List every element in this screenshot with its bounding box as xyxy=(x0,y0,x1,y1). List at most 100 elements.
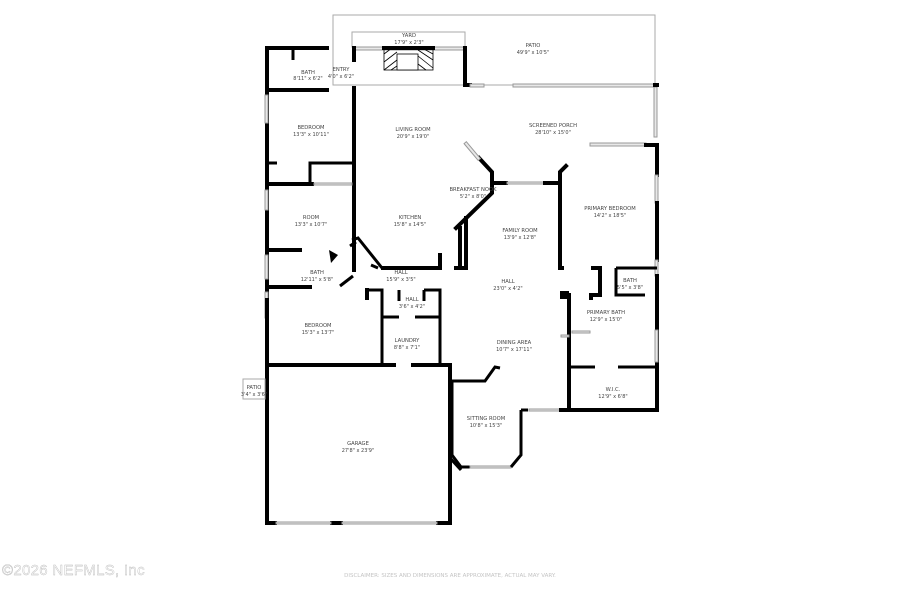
room-label-entry: ENTRY 4'0" x 6'2" xyxy=(328,67,354,80)
svg-text:13'9" x 12'8": 13'9" x 12'8" xyxy=(504,235,537,241)
svg-text:5'2" x 8'0": 5'2" x 8'0" xyxy=(460,194,486,200)
svg-text:FAMILY ROOM: FAMILY ROOM xyxy=(502,228,537,234)
garage-door xyxy=(341,521,438,525)
svg-text:23'0" x 4'2": 23'0" x 4'2" xyxy=(493,286,522,292)
svg-text:SCREENED PORCH: SCREENED PORCH xyxy=(529,123,577,129)
window xyxy=(264,189,269,211)
room-label-kitchen: KITCHEN 15'8" x 14'5" xyxy=(394,215,427,228)
svg-text:12'11" x 5'8": 12'11" x 5'8" xyxy=(301,277,334,283)
svg-text:PATIO: PATIO xyxy=(247,385,262,391)
wall xyxy=(589,266,602,300)
room-label-wic: W.I.C. 12'9" x 6'8" xyxy=(598,387,627,400)
wall xyxy=(397,288,442,365)
svg-text:DINING AREA: DINING AREA xyxy=(497,340,532,346)
svg-text:SITTING ROOM: SITTING ROOM xyxy=(467,416,505,422)
room-label-screened-porch: SCREENED PORCH 28'10" x 15'0" xyxy=(529,123,577,136)
svg-text:20'9" x 19'0": 20'9" x 19'0" xyxy=(397,134,430,140)
copyright-watermark: ©2026 NEFMLS, Inc xyxy=(2,562,145,579)
window xyxy=(654,329,659,363)
svg-text:W.I.C.: W.I.C. xyxy=(606,387,621,393)
svg-text:ENTRY: ENTRY xyxy=(333,67,351,73)
wall xyxy=(614,266,657,297)
towel-bar xyxy=(571,330,591,334)
window xyxy=(560,334,570,338)
window xyxy=(469,465,512,469)
svg-text:3'4" x 3'6": 3'4" x 3'6" xyxy=(241,392,267,398)
svg-text:12'9" x 6'8": 12'9" x 6'8" xyxy=(598,394,627,400)
fireplace-icon xyxy=(383,47,434,71)
svg-text:LAUNDRY: LAUNDRY xyxy=(395,338,421,344)
svg-text:49'9" x 10'5": 49'9" x 10'5" xyxy=(517,50,550,56)
room-label-bedroom-2: BEDROOM 15'3" x 13'7" xyxy=(302,323,335,336)
svg-text:BATH: BATH xyxy=(623,278,637,284)
window xyxy=(589,142,647,147)
wall xyxy=(543,163,569,185)
svg-text:4'0" x 6'2": 4'0" x 6'2" xyxy=(328,74,354,80)
svg-text:PRIMARY BEDROOM: PRIMARY BEDROOM xyxy=(584,206,635,212)
window xyxy=(469,83,485,88)
svg-text:27'8" x 23'9": 27'8" x 23'9" xyxy=(342,448,375,454)
svg-text:HALL: HALL xyxy=(394,270,407,276)
wall xyxy=(450,365,501,383)
svg-text:GARAGE: GARAGE xyxy=(347,441,369,447)
wall xyxy=(308,161,354,183)
svg-text:15'8" x 14'5": 15'8" x 14'5" xyxy=(394,222,427,228)
window xyxy=(264,94,269,124)
svg-text:28'10" x 15'0": 28'10" x 15'0" xyxy=(535,130,571,136)
svg-text:BREAKFAST NOOK: BREAKFAST NOOK xyxy=(449,187,497,193)
room-label-bath-primary-small: BATH 5'5" x 3'8" xyxy=(617,278,643,291)
svg-text:BATH: BATH xyxy=(301,70,315,76)
room-label-yard: YARD 17'9" x 2'3" xyxy=(394,33,423,46)
patio-outline xyxy=(332,14,656,86)
svg-text:HALL: HALL xyxy=(405,297,418,303)
svg-text:8'11" x 6'2": 8'11" x 6'2" xyxy=(293,76,322,82)
wall xyxy=(644,143,659,177)
svg-text:ROOM: ROOM xyxy=(303,215,319,221)
room-label-bath-2: BATH 12'11" x 5'8" xyxy=(301,270,334,283)
room-label-breakfast-nook: BREAKFAST NOOK 5'2" x 8'0" xyxy=(449,187,497,200)
wall xyxy=(368,288,384,365)
room-label-hall-3: HALL 23'0" x 4'2" xyxy=(493,279,522,292)
room-label-primary-bedroom: PRIMARY BEDROOM 14'2" x 18'5" xyxy=(584,206,635,219)
room-label-primary-bath: PRIMARY BATH 12'9" x 15'0" xyxy=(587,310,625,323)
disclaimer-text: DISCLAIMER: SIZES AND DIMENSIONS ARE APP… xyxy=(344,573,556,579)
room-label-patio-rear: PATIO 49'9" x 10'5" xyxy=(517,43,550,56)
svg-text:13'3" x 10'11": 13'3" x 10'11" xyxy=(293,132,329,138)
svg-text:14'2" x 18'5": 14'2" x 18'5" xyxy=(594,213,627,219)
garage-door xyxy=(275,521,332,525)
svg-text:17'9" x 2'3": 17'9" x 2'3" xyxy=(394,40,423,46)
wall xyxy=(450,381,470,469)
window xyxy=(654,174,659,204)
room-label-family-room: FAMILY ROOM 13'9" x 12'8" xyxy=(502,228,537,241)
room-label-hall-1: HALL 15'9" x 3'5" xyxy=(386,270,415,283)
svg-text:12'9" x 15'0": 12'9" x 15'0" xyxy=(590,317,623,323)
room-label-hall-2: HALL 3'6" x 4'2" xyxy=(399,297,425,310)
room-label-garage: GARAGE 27'8" x 23'9" xyxy=(342,441,375,454)
room-label-living-room: LIVING ROOM 20'9" x 19'0" xyxy=(395,127,430,140)
window xyxy=(653,86,658,138)
wall-corner xyxy=(560,291,569,299)
wall xyxy=(453,155,494,231)
svg-text:13'3" x 10'7": 13'3" x 10'7" xyxy=(295,222,328,228)
door-opening xyxy=(528,408,562,412)
room-label-bath-front: BATH 8'11" x 6'2" xyxy=(293,70,322,82)
wall xyxy=(448,456,463,472)
wall xyxy=(463,46,472,87)
svg-text:10'7" x 17'11": 10'7" x 17'11" xyxy=(496,347,532,353)
svg-text:YARD: YARD xyxy=(401,33,416,39)
room-label-patio-side: PATIO 3'4" x 3'6" xyxy=(241,385,267,398)
svg-text:HALL: HALL xyxy=(501,279,514,285)
svg-text:15'9" x 3'5": 15'9" x 3'5" xyxy=(386,277,415,283)
room-label-bedroom-1: BEDROOM 13'3" x 10'11" xyxy=(293,125,329,138)
svg-text:8'8" x 7'1": 8'8" x 7'1" xyxy=(394,345,420,351)
room-label-dining-area: DINING AREA 10'7" x 17'11" xyxy=(496,340,532,353)
svg-text:5'5" x 3'8": 5'5" x 3'8" xyxy=(617,285,643,291)
wall xyxy=(349,236,384,270)
svg-text:3'6" x 4'2": 3'6" x 4'2" xyxy=(399,304,425,310)
svg-text:PRIMARY BATH: PRIMARY BATH xyxy=(587,310,625,316)
window xyxy=(463,140,482,162)
door-opening xyxy=(313,182,353,186)
svg-text:15'3" x 13'7": 15'3" x 13'7" xyxy=(302,330,335,336)
wall xyxy=(509,408,528,468)
